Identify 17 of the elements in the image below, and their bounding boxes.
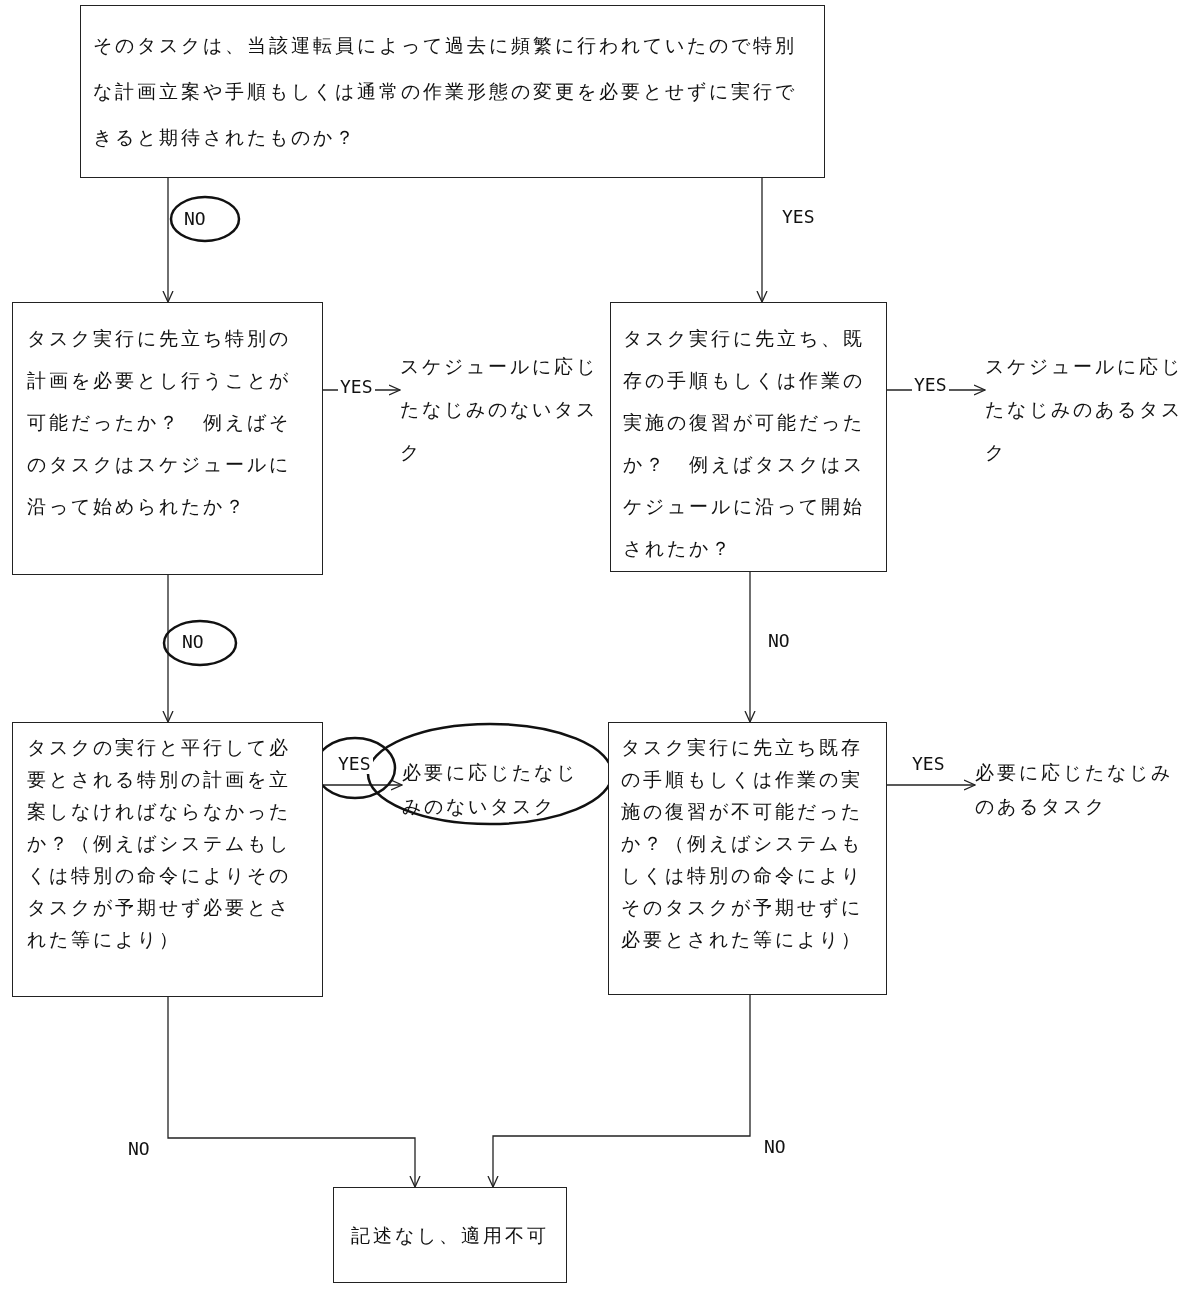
question-box: そのタスクは、当該運転員によって過去に頻繁に行われていたので特別な計画立案や手順もしくは通常の作業形態の変更を必要とせずに実行できると期待されたものか？ bbox=[80, 5, 825, 178]
outcome-text: スケジュールに応じたなじみのないタスク bbox=[400, 335, 600, 485]
arrow bbox=[162, 574, 174, 723]
question-box: タスク実行に先立ち既存の手順もしくは作業の実施の復習が不可能だったか？（例えばシステムもしくは特別の命令によりそのタスクが予期せずに必要とされた等により） bbox=[608, 722, 887, 995]
arrow bbox=[744, 571, 756, 723]
outcome-text: 必要に応じたなじみのあるタスク bbox=[975, 745, 1185, 825]
question-box: タスク実行に先立ち、既存の手順もしくは作業の実施の復習が可能だったか？ 例えばタスクはスケジュールに沿って開始されたか？ bbox=[610, 302, 887, 572]
arrow bbox=[162, 177, 174, 303]
arrow bbox=[167, 996, 421, 1188]
arrow bbox=[756, 177, 768, 303]
arrow bbox=[487, 994, 751, 1188]
outcome-text: スケジュールに応じたなじみのあるタスク bbox=[985, 335, 1185, 485]
question-box: 記述なし、適用不可 bbox=[333, 1187, 567, 1283]
question-box: タスクの実行と平行して必要とされる特別の計画を立案しなければならなかったか？（例えばシステムもしくは特別の命令によりそのタスクが予期せず必要とされた等により） bbox=[12, 722, 323, 997]
arrow bbox=[886, 779, 976, 791]
arrow bbox=[322, 779, 403, 791]
question-box: タスク実行に先立ち特別の計画を必要とし行うことが可能だったか？ 例えばそのタスクはスケジュールに沿って始められたか？ bbox=[12, 302, 323, 575]
